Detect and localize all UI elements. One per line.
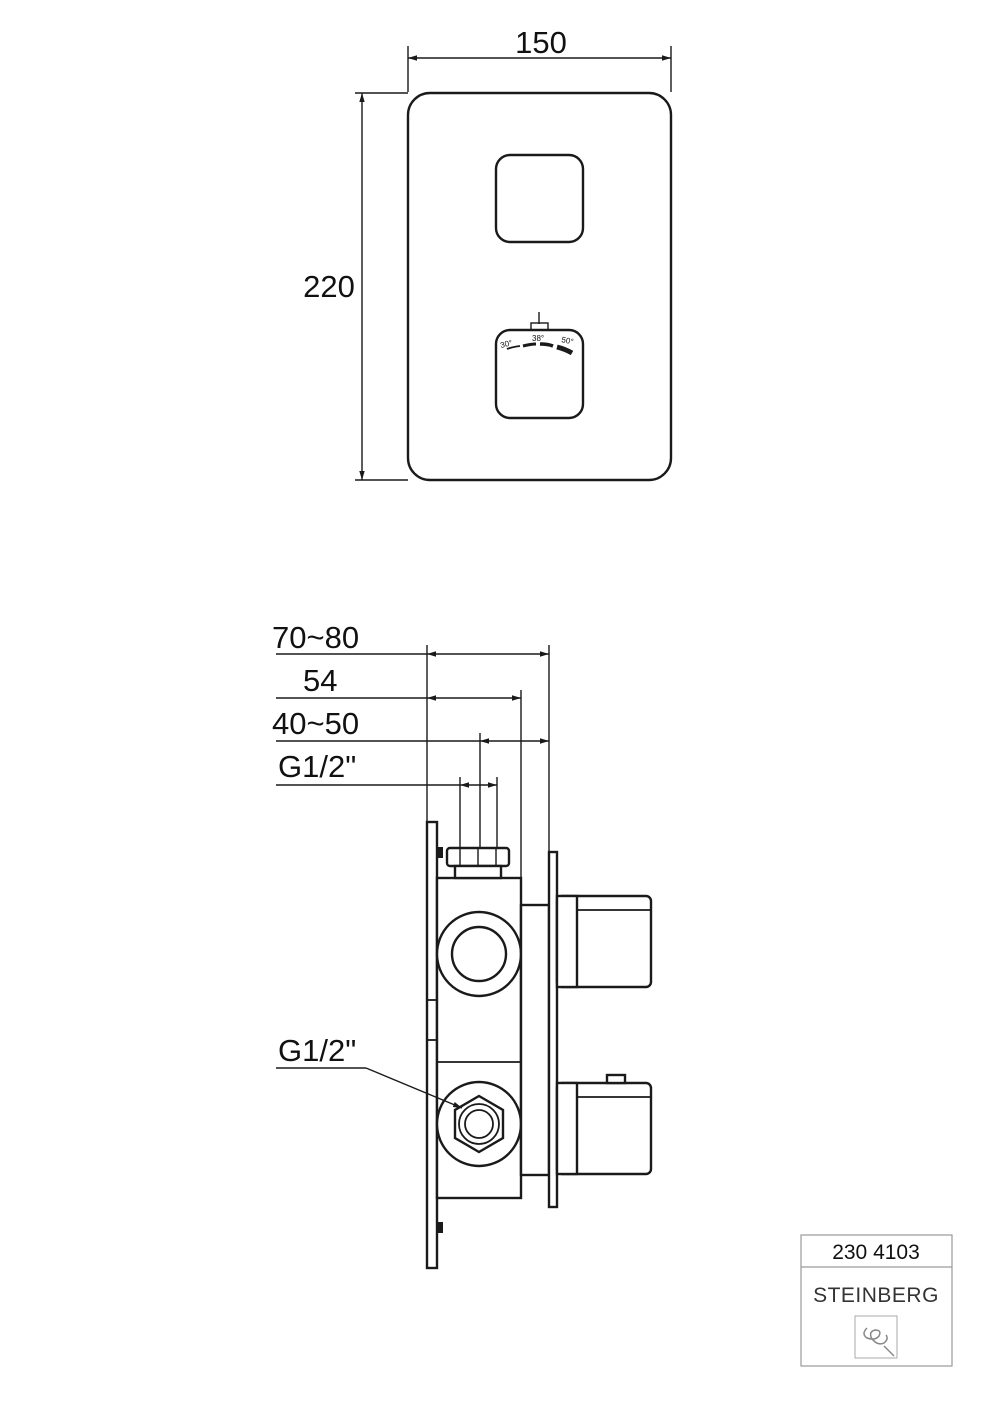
side-view: 70~80 54 40~50 G1/2" [272, 620, 653, 1270]
height-dimension: 220 [303, 92, 408, 481]
lower-outlet [435, 1080, 523, 1168]
mounting-plate [425, 820, 439, 1270]
title-block: 230 4103 STEINBERG [800, 1234, 953, 1367]
fixing-lug [437, 847, 443, 858]
cover-plate-face [547, 850, 559, 1209]
height-dimension-label: 220 [303, 269, 355, 304]
temperature-scale: 30° 38° 50° [499, 334, 575, 356]
upper-port-inner [450, 925, 508, 983]
dimension-label-g12-top: G1/2" [278, 749, 356, 784]
dimension-label-54: 54 [303, 663, 337, 698]
scale-label-38: 38° [532, 334, 544, 343]
dimension-label-40-50: 40~50 [272, 706, 359, 741]
outlet-label: G1/2" [278, 1033, 356, 1068]
brand-name: STEINBERG [813, 1284, 939, 1307]
width-dimension: 150 [407, 25, 672, 92]
scale-label-30: 30° [499, 338, 513, 350]
top-hex-nut [445, 846, 511, 880]
outlet-leader: G1/2" [276, 1033, 463, 1109]
fixing-lug [437, 1222, 443, 1233]
lower-knob-side [555, 1073, 653, 1176]
cover-plate [406, 91, 673, 482]
upper-knob-side [555, 894, 653, 989]
front-view: 150 220 30° 38° 50° [303, 25, 673, 482]
temperature-marker-icon [530, 312, 549, 331]
article-number: 230 4103 [832, 1241, 920, 1264]
diverter-knob [494, 153, 585, 244]
scale-label-50: 50° [561, 335, 575, 346]
steinberg-logo-icon [854, 1315, 898, 1359]
cover-plate-profile [519, 903, 551, 1177]
depth-dimensions: 70~80 54 40~50 G1/2" [272, 620, 550, 960]
dimension-label-70-80: 70~80 [272, 620, 359, 655]
width-dimension-label: 150 [515, 25, 567, 60]
